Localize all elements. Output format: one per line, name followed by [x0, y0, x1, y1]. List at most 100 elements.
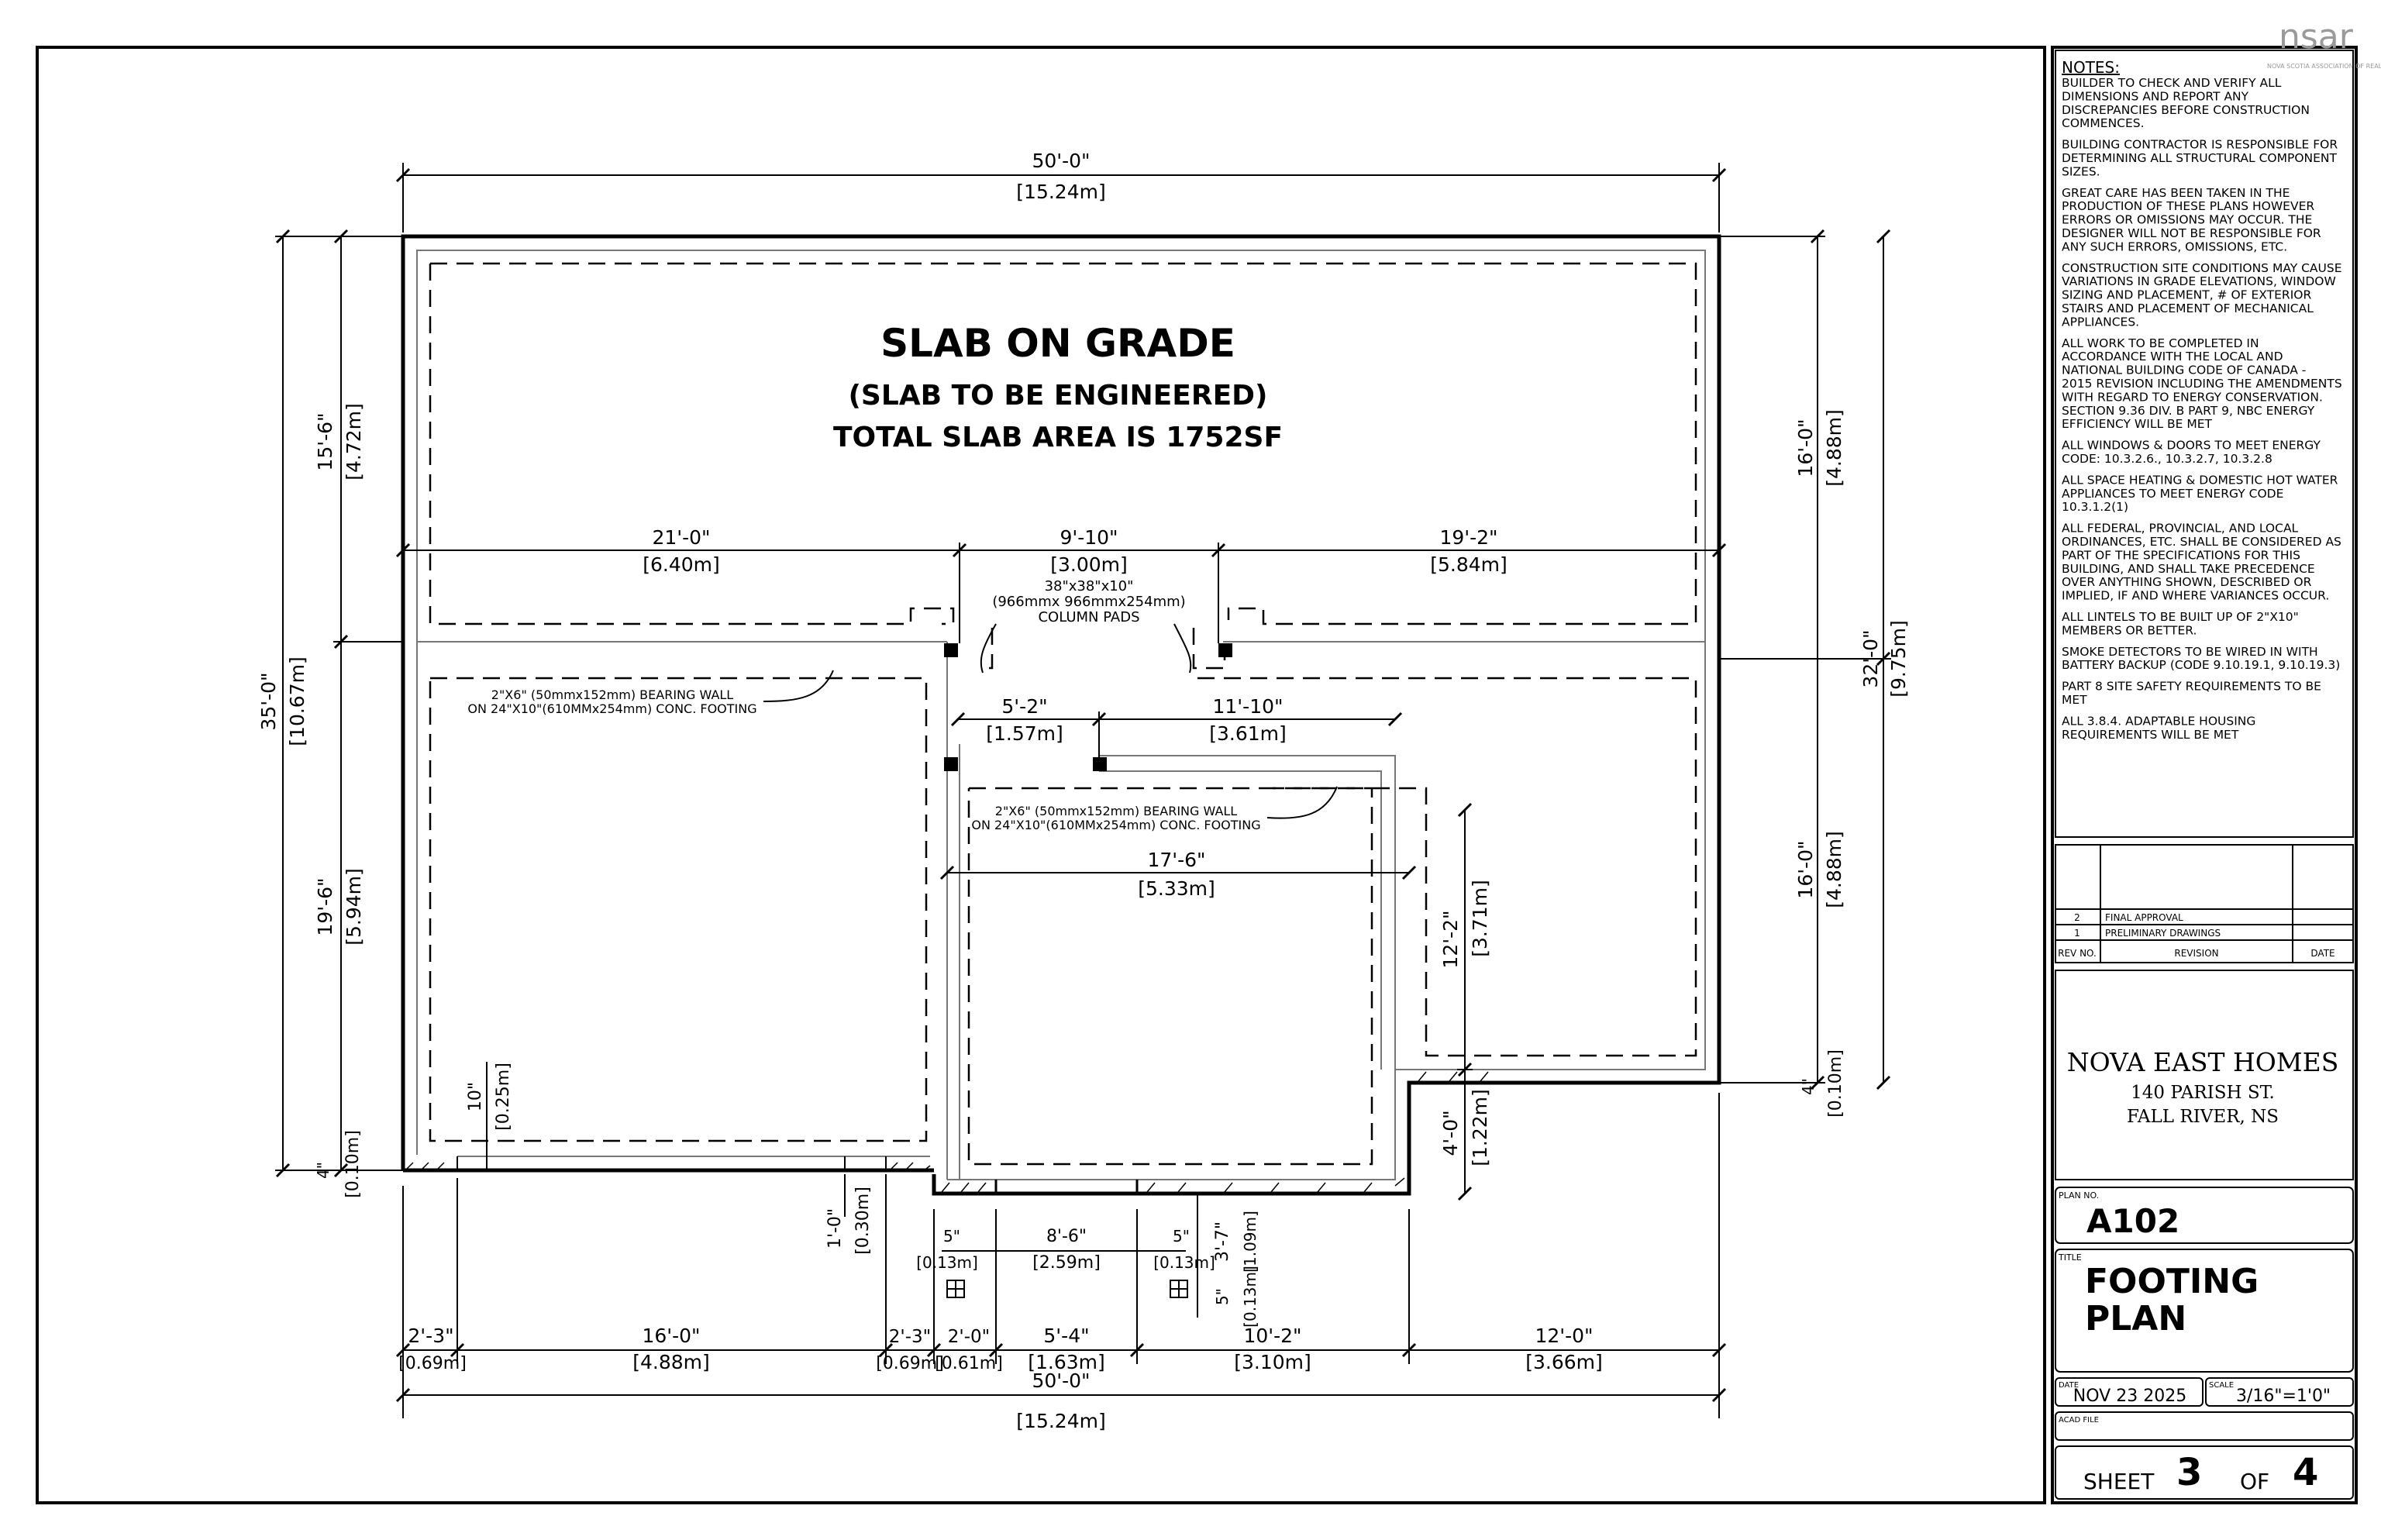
dim-10-m: [0.30m]: [853, 1187, 873, 1255]
notes-box: [2055, 50, 2354, 838]
notes-line: ALL 3.8.4. ADAPTABLE HOUSING: [2062, 714, 2255, 728]
notes-line: ALL WORK TO BE COMPLETED IN: [2062, 336, 2259, 350]
dim-5a-m: [0.13m]: [916, 1253, 978, 1272]
revision-col-date: DATE: [2310, 948, 2334, 959]
company-city: FALL RIVER, NS: [2127, 1107, 2279, 1127]
dim-12-m: [3.71m]: [1469, 880, 1491, 957]
dim-right-lower-m: [4.88m]: [1823, 831, 1845, 908]
dim-1110-m: [3.61m]: [1209, 722, 1287, 745]
bearing-wall-center-line2: ON 24"X10"(610MMx254mm) CONC. FOOTING: [971, 818, 1260, 832]
notes-body: BUILDER TO CHECK AND VERIFY ALLDIMENSION…: [2062, 76, 2342, 742]
dim-b3-ft: 2'-3": [889, 1327, 931, 1347]
notes-line: ALL FEDERAL, PROVINCIAL, AND LOCAL: [2062, 522, 2299, 536]
dim-b5-ft: 5'-4": [1043, 1325, 1089, 1347]
bearing-wall-left-line2: ON 24"X10"(610MMx254mm) CONC. FOOTING: [467, 701, 756, 716]
dim-b7-ft: 12'-0": [1535, 1325, 1593, 1347]
date-box: [2055, 1377, 2204, 1407]
notes-line: BUILDING CONTRACTOR IS RESPONSIBLE FOR: [2062, 138, 2338, 152]
notes-line: SIZES.: [2062, 164, 2100, 178]
dim-b5-m: [1.63m]: [1028, 1351, 1105, 1373]
dim-right-total-m: [9.75m]: [1887, 620, 1910, 698]
column-pads-metric: (966mmx 966mmx254mm): [992, 594, 1185, 610]
dim-b7-m: [3.66m]: [1525, 1351, 1603, 1373]
dim-b2-m: [4.88m]: [632, 1351, 710, 1373]
dim-86-ft: 8'-6": [1046, 1227, 1087, 1246]
dim-right-upper-ft: 16'-0": [1794, 419, 1817, 477]
revision-2-no: 2: [2074, 912, 2080, 923]
notes-line: WITH REGARD TO ENERGY CONSERVATION.: [2062, 390, 2323, 404]
notes-line: NATIONAL BUILDING CODE OF CANADA -: [2062, 363, 2306, 377]
revision-1-no: 1: [2074, 928, 2080, 939]
sheet-number: 3: [2176, 1451, 2202, 1494]
notes-line: 10.3.1.2(1): [2062, 500, 2128, 514]
bearing-wall-center-line1: 2"X6" (50mmx152mm) BEARING WALL: [995, 804, 1238, 818]
company-street: 140 PARISH ST.: [2131, 1083, 2275, 1103]
dim-b6-m: [3.10m]: [1234, 1351, 1311, 1373]
notes-line: SMOKE DETECTORS TO BE WIRED IN WITH: [2062, 645, 2318, 659]
dim-left-upper-ft: 15'-6": [314, 412, 336, 470]
slab-title: SLAB ON GRADE: [880, 321, 1235, 366]
dim-left-10-m: [0.25m]: [494, 1063, 513, 1131]
notes-line: 2015 REVISION INCLUDING THE AMENDMENTS: [2062, 377, 2342, 391]
dimension-lines: [275, 163, 1891, 1418]
plan-no-value: A102: [2086, 1202, 2179, 1240]
notes-line: GREAT CARE HAS BEEN TAKEN IN THE: [2062, 186, 2290, 200]
column-pads-label: COLUMN PADS: [1038, 609, 1139, 625]
notes-line: BUILDING, AND SHALL TAKE PRECEDENCE: [2062, 562, 2315, 576]
revision-1-text: PRELIMINARY DRAWINGS: [2105, 928, 2221, 939]
footing-dashed-lines: [429, 262, 1697, 1166]
watermark-subtext: NOVA SCOTIA ASSOCIATION OF REALTORS: [2267, 63, 2381, 70]
dim-9-ft: 9'-10": [1060, 526, 1118, 549]
company-name: NOVA EAST HOMES: [2067, 1047, 2339, 1077]
date-value: NOV 23 2025: [2073, 1387, 2186, 1406]
notes-line: PRODUCTION OF THESE PLANS HOWEVER: [2062, 199, 2314, 213]
notes-line: SIZING AND PLACEMENT, # OF EXTERIOR: [2062, 288, 2311, 302]
notes-line: ANY SUCH ERRORS, OMISSIONS, ETC.: [2062, 239, 2287, 253]
notes-line: ERRORS OR OMISSIONS MAY OCCUR. THE: [2062, 213, 2312, 227]
column-pad-markers: [944, 643, 1232, 771]
title-line2: PLAN: [2085, 1299, 2186, 1338]
notes-line: ALL LINTELS TO BE BUILT UP OF 2"X10": [2062, 610, 2299, 624]
plan-no-box: [2055, 1187, 2354, 1244]
dim-5c-m: [0.13m]: [1241, 1266, 1259, 1328]
dim-21-m: [6.40m]: [643, 553, 720, 576]
dimension-ticks: [275, 167, 1891, 1403]
notes-line: CONSTRUCTION SITE CONDITIONS MAY CAUSE: [2062, 261, 2342, 275]
dim-left-total-ft: 35'-0": [257, 672, 280, 730]
dim-b4-m: [0.61m]: [935, 1354, 1003, 1373]
dim-left-small-m: [0.10m]: [343, 1130, 363, 1198]
column-pads-size: 38"x38"x10": [1045, 578, 1134, 594]
dim-19-ft: 19'-2": [1439, 526, 1497, 549]
acad-file-box: [2055, 1411, 2354, 1441]
notes-line: SECTION 9.36 DIV. B PART 9, NBC ENERGY: [2062, 404, 2315, 418]
sheet-of-label: OF: [2240, 1469, 2269, 1494]
title-box: [2055, 1249, 2354, 1373]
dim-12-ft: 12'-2": [1439, 910, 1462, 968]
dim-86-m: [2.59m]: [1032, 1253, 1101, 1273]
drawing-frame: [36, 46, 2046, 1504]
company-box: [2055, 970, 2354, 1180]
dim-21-ft: 21'-0": [652, 526, 710, 549]
dim-b4-ft: 2'-0": [948, 1327, 990, 1347]
notes-line: VARIATIONS IN GRADE ELEVATIONS, WINDOW: [2062, 274, 2336, 288]
dim-left-upper-m: [4.72m]: [343, 403, 365, 481]
notes-line: ALL SPACE HEATING & DOMESTIC HOT WATER: [2062, 473, 2338, 487]
dim-b1-m: [0.69m]: [398, 1354, 467, 1373]
scale-value: 3/16"=1'0": [2236, 1387, 2331, 1406]
dim-37-m: [1.09m]: [1241, 1211, 1259, 1273]
revision-col-rev: REVISION: [2174, 948, 2218, 959]
dim-right-upper-m: [4.88m]: [1823, 409, 1845, 487]
notes-line: IMPLIED, IF AND WHERE VARIANCES OCCUR.: [2062, 589, 2329, 603]
dim-4-ft: 4'-0": [1439, 1110, 1462, 1156]
dim-left-small-ft: 4": [314, 1162, 333, 1179]
notes-line: ALL WINDOWS & DOORS TO MEET ENERGY: [2062, 439, 2321, 453]
dim-right-small-ft: 4": [1799, 1078, 1818, 1095]
sheet-box: [2055, 1445, 2354, 1500]
dimension-labels: 50'-0" [15.24m] 50'-0" [15.24m] 21'-0" […: [398, 150, 1603, 1432]
dim-b3-m: [0.69m]: [876, 1354, 944, 1373]
notes-line: PART OF THE SPECIFICATIONS FOR THIS: [2062, 548, 2300, 562]
foundation-outline: [401, 234, 1721, 1196]
dim-bottom-m: [15.24m]: [1016, 1410, 1105, 1432]
notes-line: STAIRS AND PLACEMENT OF MECHANICAL: [2062, 301, 2314, 315]
slab-area: TOTAL SLAB AREA IS 1752SF: [833, 422, 1283, 453]
